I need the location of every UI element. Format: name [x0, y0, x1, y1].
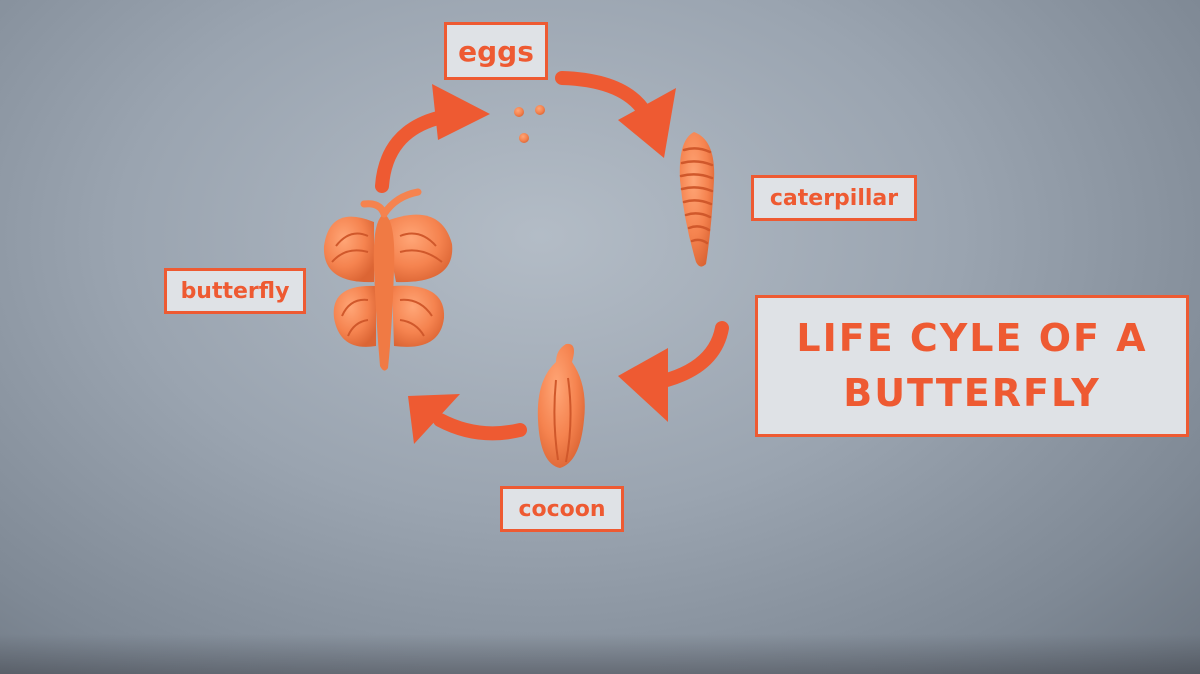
label-eggs: eggs: [444, 22, 548, 80]
title-line-2: BUTTERFLY: [843, 371, 1101, 415]
label-cocoon: cocoon: [500, 486, 624, 532]
cycle-arrowheads-icon: [408, 84, 676, 444]
eggs-clay-model: [514, 105, 545, 143]
diagram-title: LIFE CYLE OF A BUTTERFLY: [755, 295, 1189, 437]
caterpillar-clay-model: [679, 132, 715, 267]
cocoon-clay-model: [537, 343, 585, 468]
label-caterpillar: caterpillar: [751, 175, 917, 221]
butterfly-clay-model: [323, 188, 453, 371]
title-line-1: LIFE CYLE OF A: [796, 315, 1148, 360]
label-butterfly: butterfly: [164, 268, 306, 314]
